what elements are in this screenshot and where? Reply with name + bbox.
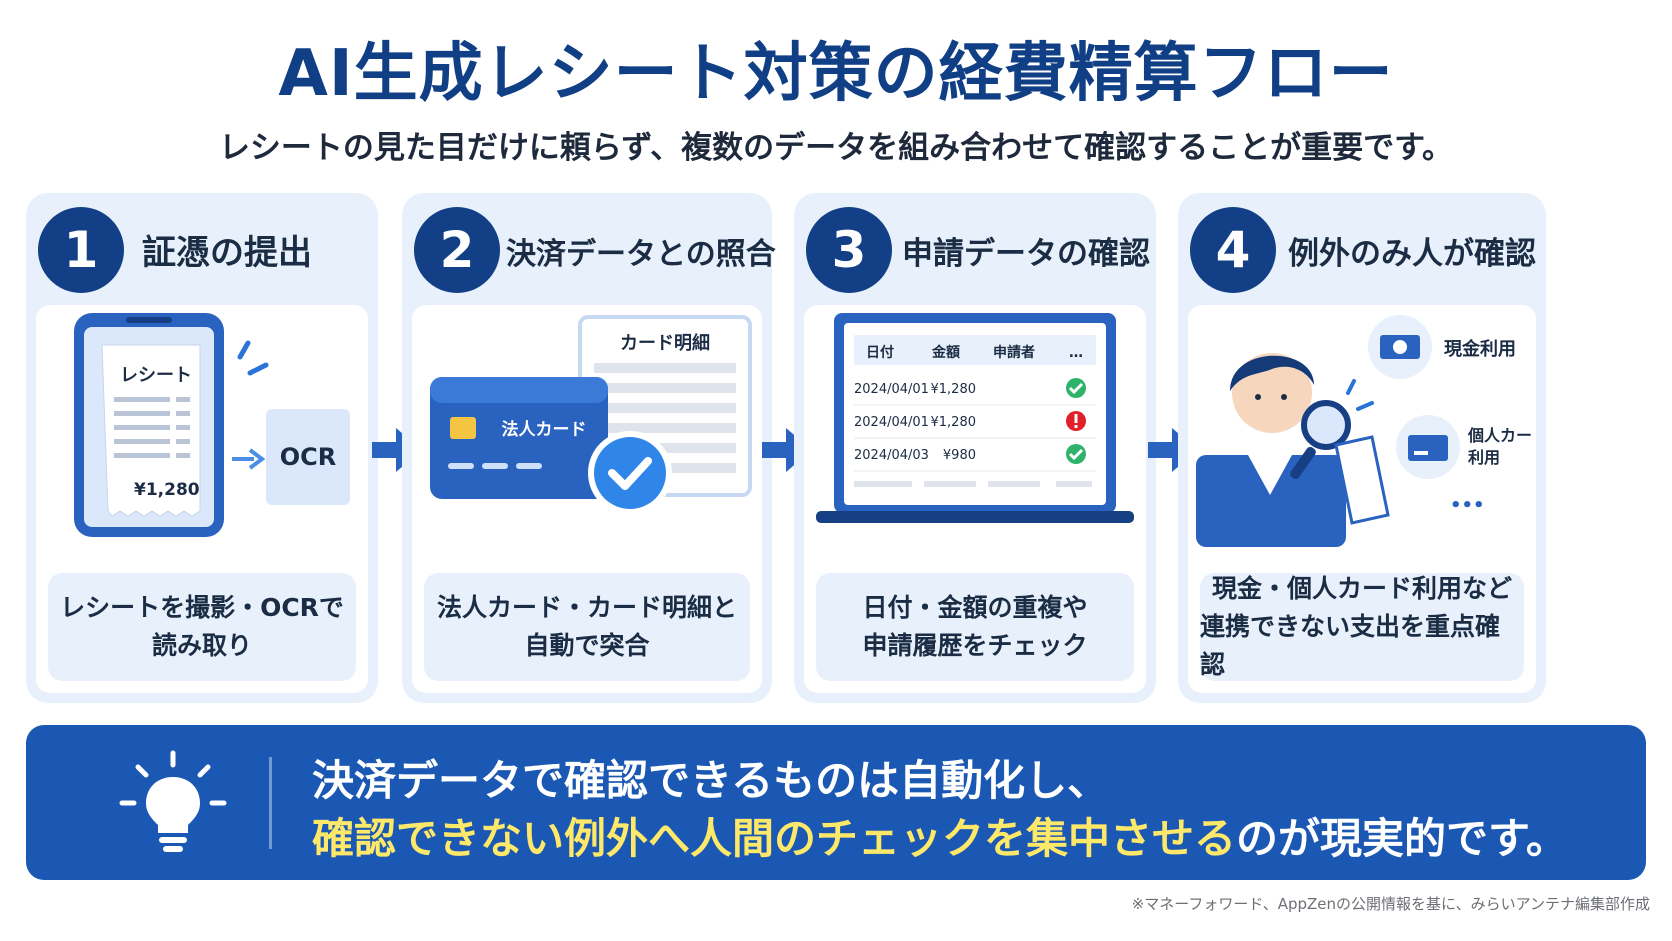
banner-line2-rest: のが現実的です。 bbox=[1236, 814, 1568, 863]
sparkle-icon bbox=[237, 340, 269, 376]
step-2-card: 2 決済データとの照合 カード明細 法人カード bbox=[402, 193, 776, 703]
step-4-title: 例外のみ人が確認 bbox=[1288, 236, 1536, 272]
review-table: 日付 金額 申請者 … 2024/04/01 ¥1,280 2024/04/01… bbox=[854, 335, 1096, 487]
check-badge-icon bbox=[588, 431, 672, 515]
page-title: AI生成レシート対策の経費精算フロー bbox=[278, 37, 1394, 111]
ocr-box: OCR bbox=[266, 409, 350, 505]
step-4-number: 4 bbox=[1190, 207, 1276, 293]
ok-check-icon bbox=[1066, 378, 1086, 398]
step-1-card: 1 証憑の提出 レシート ¥1,280 bbox=[26, 193, 378, 703]
table-header-more: … bbox=[1069, 345, 1083, 361]
step-3-title: 申請データの確認 bbox=[902, 236, 1150, 272]
step-2-number: 2 bbox=[414, 207, 500, 293]
personal-card-label-line2: 利用 bbox=[1468, 448, 1500, 467]
step-3-caption-line1: 日付・金額の重複や bbox=[862, 593, 1088, 622]
arrow-right-icon bbox=[232, 448, 266, 470]
ok-check-icon bbox=[1066, 444, 1086, 464]
table-row-1-date: 2024/04/01 bbox=[854, 382, 929, 397]
reviewer-person-icon bbox=[1196, 353, 1346, 547]
conclusion-banner: 決済データで確認できるものは自動化し、 確認できない例外へ人間のチェックを集中さ… bbox=[26, 725, 1646, 880]
step-4-caption-line1: 現金・個人カード利用など bbox=[1211, 574, 1512, 603]
source-footnote: ※マネーフォワード、AppZenの公開情報を基に、みらいアンテナ編集部作成 bbox=[1131, 895, 1650, 913]
table-header-date: 日付 bbox=[866, 344, 894, 361]
reviewer-illustration: 現金利用 個人カード 利用 ••• bbox=[1196, 315, 1536, 547]
table-header-applicant: 申請者 bbox=[993, 344, 1035, 361]
card-label: 法人カード bbox=[502, 419, 587, 440]
table-header-amount: 金額 bbox=[931, 344, 960, 361]
table-row-2-amount: ¥1,280 bbox=[931, 415, 977, 430]
document-icon bbox=[1334, 435, 1390, 525]
step-3-caption-line2: 申請履歴をチェック bbox=[862, 631, 1088, 660]
step-4-caption: 現金・個人カード利用など 連携できない支出を重点確認 bbox=[1200, 573, 1524, 681]
personal-card-icon bbox=[1396, 415, 1460, 479]
step-1-panel: レシート ¥1,280 OCR レシートを撮影・OCRで bbox=[36, 305, 368, 693]
step-4-card: 4 例外のみ人が確認 bbox=[1178, 193, 1546, 703]
step-2-caption-line2: 自動で突合 bbox=[524, 631, 650, 660]
step-3-panel: 日付 金額 申請者 … 2024/04/01 ¥1,280 2024/04/01… bbox=[804, 305, 1146, 693]
laptop-table-illustration: 日付 金額 申請者 … 2024/04/01 ¥1,280 2024/04/01… bbox=[816, 313, 1134, 523]
cash-label: 現金利用 bbox=[1444, 338, 1516, 360]
table-row-3-amount: ¥980 bbox=[943, 448, 976, 463]
magnifier-icon bbox=[1290, 400, 1351, 480]
table-row-3-date: 2024/04/03 bbox=[854, 448, 929, 463]
step-2-panel: カード明細 法人カード bbox=[412, 305, 762, 693]
card-statement-illustration: カード明細 法人カード bbox=[430, 315, 752, 515]
step-2-caption: 法人カード・カード明細と 自動で突合 bbox=[424, 573, 750, 681]
receipt-icon: レシート ¥1,280 bbox=[101, 344, 201, 517]
step-1-caption-line2: 読み取り bbox=[151, 631, 252, 660]
ocr-label: OCR bbox=[280, 443, 337, 471]
receipt-label: レシート bbox=[120, 365, 192, 386]
statement-label: カード明細 bbox=[620, 332, 710, 354]
step-2-caption-line1: 法人カード・カード明細と bbox=[436, 593, 737, 622]
lightbulb-icon bbox=[119, 750, 227, 852]
personal-card-label-line1: 個人カード bbox=[1467, 426, 1536, 445]
banner-line2: 確認できない例外へ人間のチェックを集中させるのが現実的です。 bbox=[312, 805, 1568, 866]
step-3-caption: 日付・金額の重複や 申請履歴をチェック bbox=[816, 573, 1134, 681]
page-subtitle: レシートの見た目だけに頼らず、複数のデータを組み合わせて確認することが重要です。 bbox=[218, 130, 1454, 166]
step-1-number: 1 bbox=[38, 207, 124, 293]
phone-receipt-illustration: レシート ¥1,280 OCR bbox=[74, 313, 350, 537]
step-4-caption-line2: 連携できない支出を重点確認 bbox=[1200, 612, 1501, 679]
step-4-panel: 現金利用 個人カード 利用 ••• 現金・個人カード利用など 連携できない支出を… bbox=[1188, 305, 1536, 693]
flow-arrow-2 bbox=[762, 428, 812, 472]
step-3-card: 3 申請データの確認 日付 金額 申請者 … 2024/04/01 ¥1,280… bbox=[794, 193, 1156, 703]
table-row-2-date: 2024/04/01 bbox=[854, 415, 929, 430]
step-2-title: 決済データとの照合 bbox=[506, 237, 776, 272]
table-row-1-amount: ¥1,280 bbox=[931, 382, 977, 397]
alert-icon bbox=[1066, 411, 1086, 431]
cash-icon bbox=[1368, 315, 1432, 379]
step-1-title: 証憑の提出 bbox=[142, 233, 312, 273]
banner-line2-highlight: 確認できない例外へ人間のチェックを集中させる bbox=[312, 814, 1237, 863]
sparkle-icon bbox=[1346, 379, 1374, 411]
more-icon: ••• bbox=[1450, 495, 1485, 516]
banner-line1: 決済データで確認できるものは自動化し、 bbox=[312, 756, 1110, 805]
step-1-caption-line1: レシートを撮影・OCRで bbox=[60, 593, 344, 622]
corporate-card-icon: 法人カード bbox=[430, 377, 608, 499]
step-1-caption: レシートを撮影・OCRで 読み取り bbox=[48, 573, 356, 681]
banner-divider bbox=[269, 757, 272, 849]
step-3-number: 3 bbox=[806, 207, 892, 293]
flow-arrow-1 bbox=[372, 428, 422, 472]
receipt-amount: ¥1,280 bbox=[134, 480, 200, 500]
flow-arrow-3 bbox=[1148, 428, 1198, 472]
